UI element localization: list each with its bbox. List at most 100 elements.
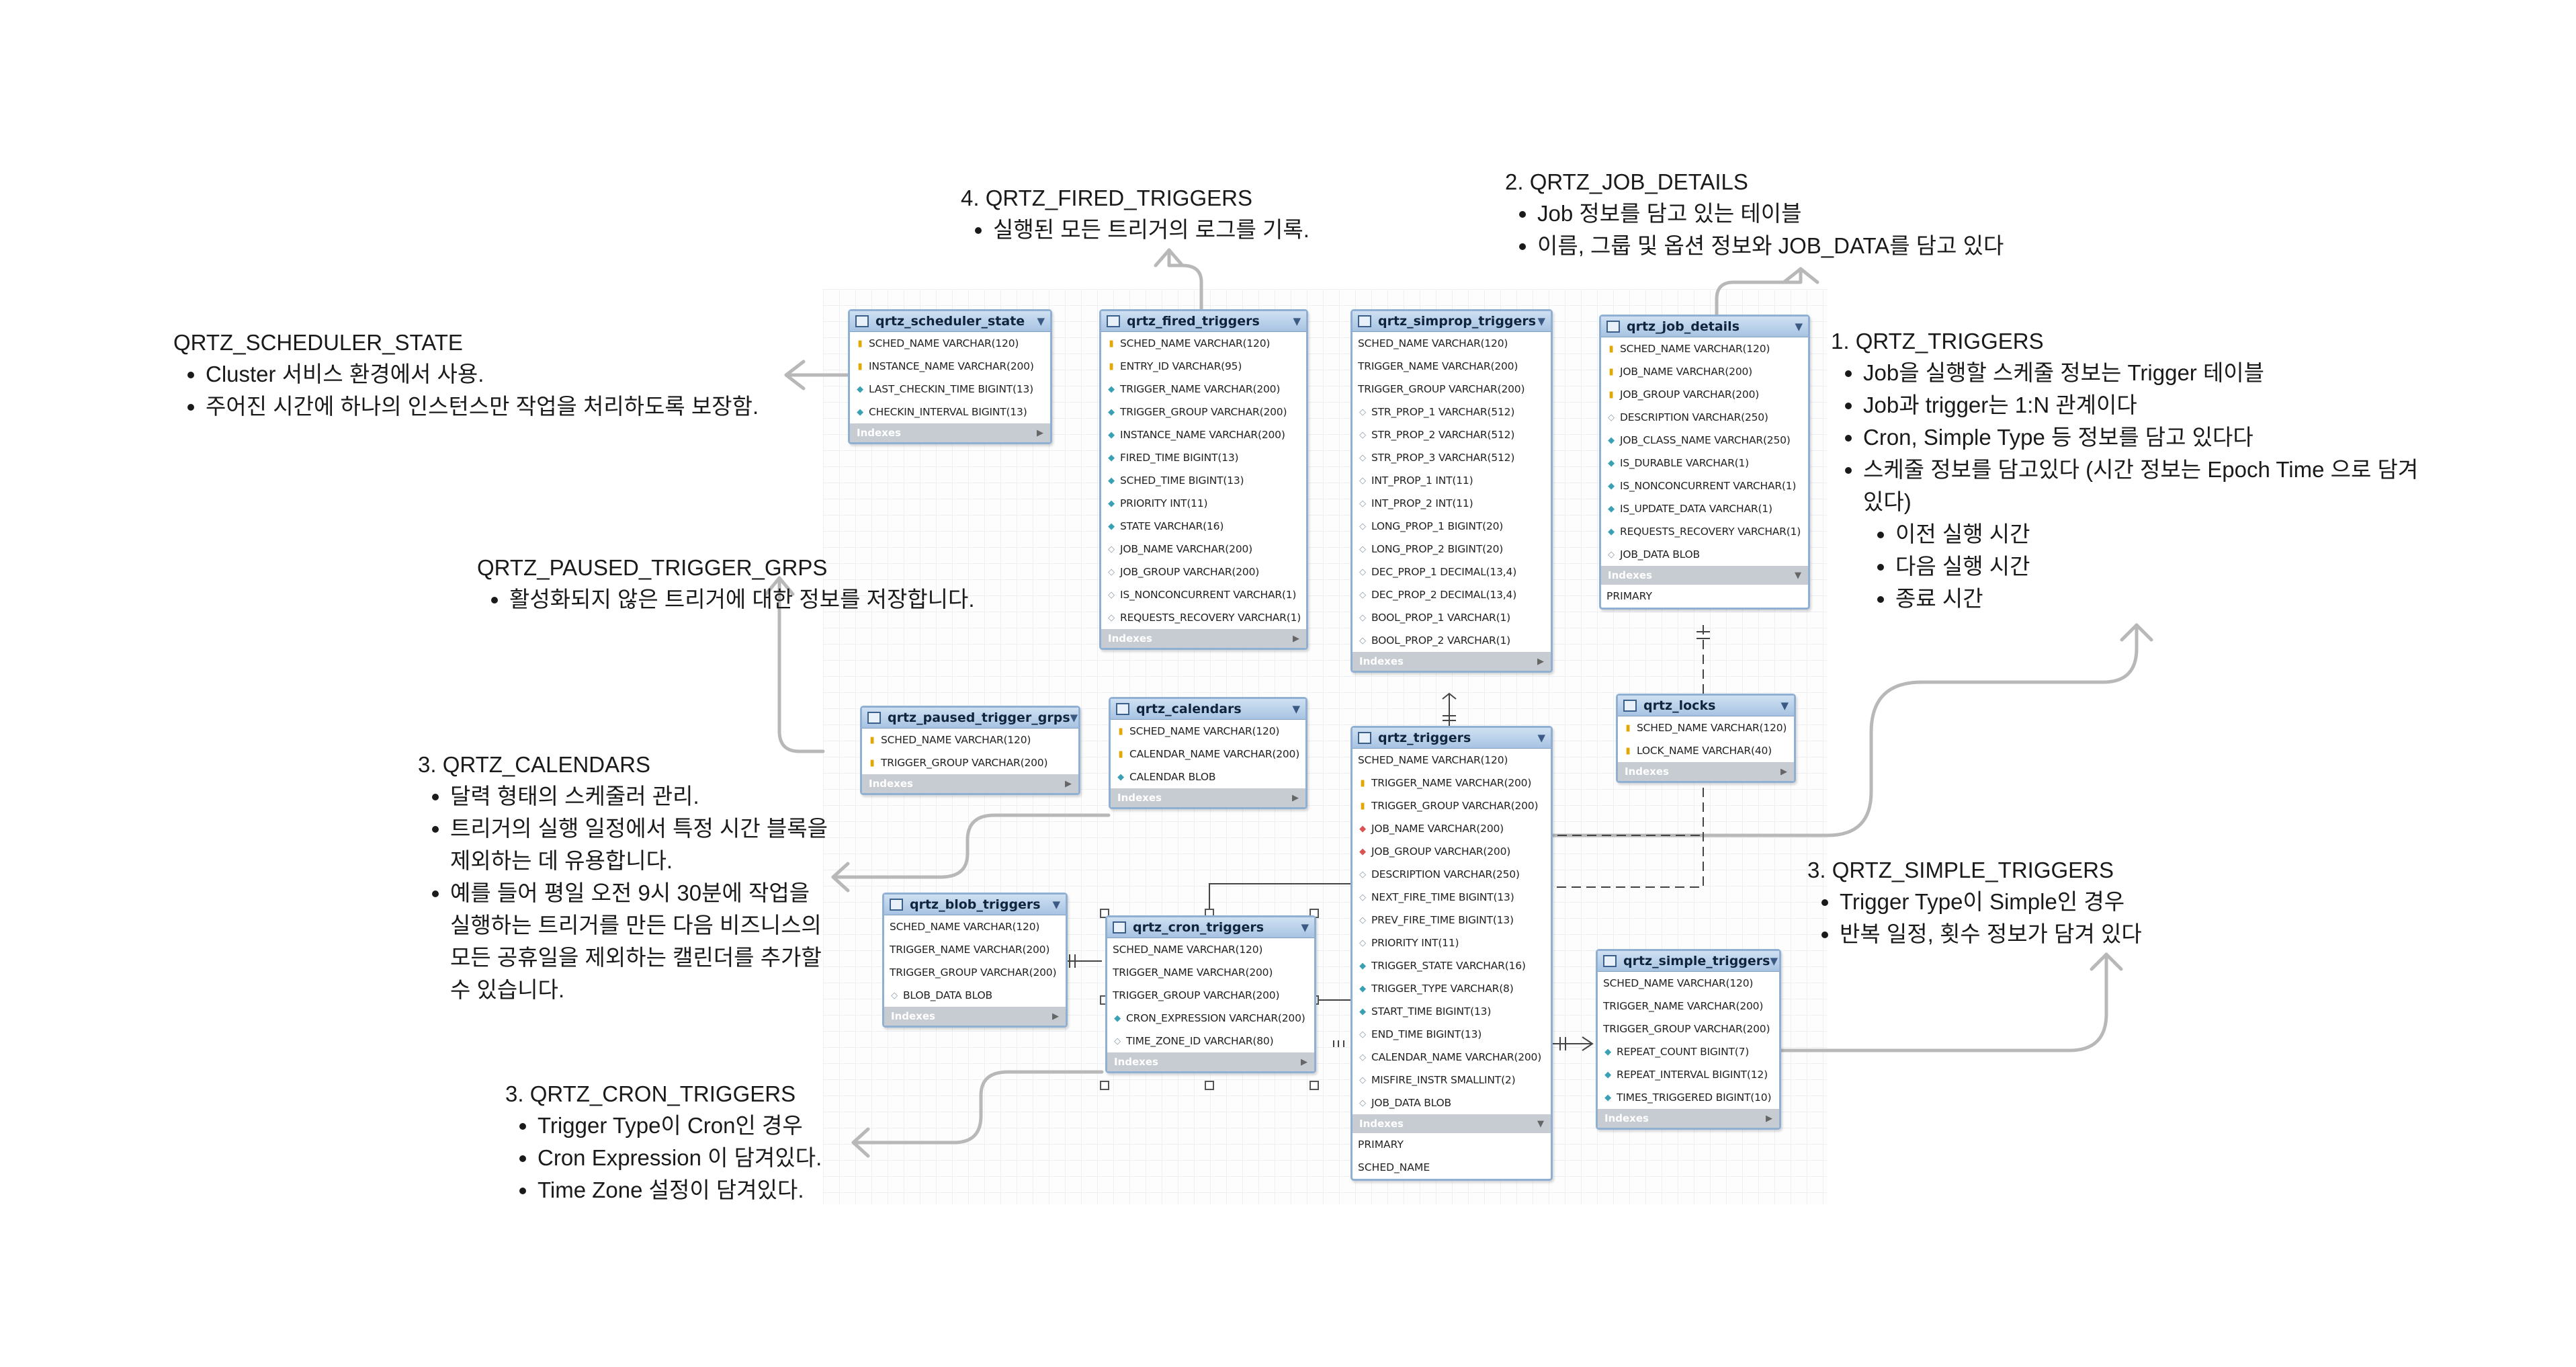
column-row[interactable]: ◇NEXT_FIRE_TIME BIGINT(13) (1353, 886, 1551, 909)
index-item[interactable]: SCHED_NAME (1358, 1161, 1430, 1173)
collapse-caret-icon[interactable]: ▼ (1293, 315, 1301, 327)
column-row[interactable]: ◆TRIGGER_TYPE VARCHAR(8) (1353, 977, 1551, 1000)
column-row[interactable]: ◆REPEAT_COUNT BIGINT(7) (1598, 1040, 1779, 1063)
column-row[interactable]: SCHED_NAME VARCHAR(120) (1598, 972, 1779, 995)
column-row[interactable]: ◇STR_PROP_3 VARCHAR(512) (1353, 446, 1551, 469)
indexes-bar[interactable]: Indexes▶ (1101, 629, 1306, 648)
expand-arrow-icon[interactable]: ▶ (1293, 633, 1299, 644)
column-row[interactable]: ◇JOB_NAME VARCHAR(200) (1101, 538, 1306, 561)
column-row[interactable]: ◇STR_PROP_2 VARCHAR(512) (1353, 423, 1551, 446)
collapse-caret-icon[interactable]: ▼ (1537, 1118, 1544, 1129)
index-item[interactable]: PRIMARY (1606, 590, 1652, 602)
column-row[interactable]: ◇PREV_FIRE_TIME BIGINT(13) (1353, 909, 1551, 931)
index-item[interactable]: PRIMARY (1358, 1138, 1404, 1151)
column-row[interactable]: ◇JOB_GROUP VARCHAR(200) (1101, 561, 1306, 583)
column-row[interactable]: SCHED_NAME VARCHAR(120) (1353, 749, 1551, 772)
indexes-bar[interactable]: Indexes▶ (1353, 652, 1551, 671)
expand-arrow-icon[interactable]: ▶ (1037, 427, 1043, 438)
expand-arrow-icon[interactable]: ▶ (1780, 766, 1787, 777)
column-row[interactable]: ▮SCHED_NAME VARCHAR(120) (1601, 337, 1808, 360)
column-row[interactable]: ◆FIRED_TIME BIGINT(13) (1101, 446, 1306, 469)
column-row[interactable]: ▮SCHED_NAME VARCHAR(120) (1101, 332, 1306, 355)
column-row[interactable]: ◆TRIGGER_NAME VARCHAR(200) (1101, 378, 1306, 401)
column-row[interactable]: ▮SCHED_NAME VARCHAR(120) (1618, 716, 1794, 739)
column-row[interactable]: ◆PRIORITY INT(11) (1101, 492, 1306, 515)
column-row[interactable]: ◇MISFIRE_INSTR SMALLINT(2) (1353, 1069, 1551, 1091)
column-row[interactable]: ◆IS_DURABLE VARCHAR(1) (1601, 452, 1808, 474)
column-row[interactable]: ▮TRIGGER_NAME VARCHAR(200) (1353, 772, 1551, 794)
collapse-caret-icon[interactable]: ▼ (1301, 921, 1309, 934)
column-row[interactable]: SCHED_NAME VARCHAR(120) (1107, 938, 1314, 961)
column-row[interactable]: ▮CALENDAR_NAME VARCHAR(200) (1111, 743, 1305, 765)
collapse-caret-icon[interactable]: ▼ (1770, 955, 1778, 967)
column-row[interactable]: ◆JOB_NAME VARCHAR(200) (1353, 817, 1551, 840)
indexes-bar[interactable]: Indexes▶ (1618, 762, 1794, 781)
column-row[interactable]: ▮ENTRY_ID VARCHAR(95) (1101, 355, 1306, 378)
table-header[interactable]: qrtz_locks▼ (1618, 696, 1794, 716)
column-row[interactable]: TRIGGER_GROUP VARCHAR(200) (884, 961, 1066, 984)
column-row[interactable]: ◇BLOB_DATA BLOB (884, 984, 1066, 1007)
column-row[interactable]: ◆JOB_CLASS_NAME VARCHAR(250) (1601, 429, 1808, 452)
table-header[interactable]: qrtz_simple_triggers▼ (1598, 951, 1779, 972)
expand-arrow-icon[interactable]: ▶ (1052, 1011, 1059, 1022)
column-row[interactable]: ◆REPEAT_INTERVAL BIGINT(12) (1598, 1063, 1779, 1086)
indexes-bar[interactable]: Indexes▶ (1111, 788, 1305, 807)
collapse-caret-icon[interactable]: ▼ (1037, 315, 1045, 327)
table-header[interactable]: qrtz_paused_trigger_grps▼ (862, 708, 1078, 729)
column-row[interactable]: ▮SCHED_NAME VARCHAR(120) (1111, 720, 1305, 743)
expand-arrow-icon[interactable]: ▶ (1537, 656, 1544, 667)
column-row[interactable]: TRIGGER_GROUP VARCHAR(200) (1353, 378, 1551, 401)
column-row[interactable]: ◇INT_PROP_2 INT(11) (1353, 492, 1551, 515)
column-row[interactable]: TRIGGER_GROUP VARCHAR(200) (1598, 1018, 1779, 1040)
table-qrtz-simprop-triggers[interactable]: qrtz_simprop_triggers▼SCHED_NAME VARCHAR… (1350, 309, 1553, 673)
column-row[interactable]: TRIGGER_NAME VARCHAR(200) (884, 938, 1066, 961)
column-row[interactable]: ◇END_TIME BIGINT(13) (1353, 1023, 1551, 1046)
indexes-bar[interactable]: Indexes▶ (884, 1007, 1066, 1026)
table-header[interactable]: qrtz_triggers▼ (1353, 728, 1551, 749)
column-row[interactable]: ▮JOB_GROUP VARCHAR(200) (1601, 383, 1808, 406)
table-header[interactable]: qrtz_calendars▼ (1111, 699, 1305, 720)
column-row[interactable]: ◆SCHED_TIME BIGINT(13) (1101, 469, 1306, 492)
column-row[interactable]: ◇JOB_DATA BLOB (1353, 1091, 1551, 1114)
table-qrtz-simple-triggers[interactable]: qrtz_simple_triggers▼SCHED_NAME VARCHAR(… (1596, 949, 1781, 1130)
column-row[interactable]: ◆LAST_CHECKIN_TIME BIGINT(13) (850, 378, 1050, 401)
indexes-bar[interactable]: Indexes▶ (850, 423, 1050, 442)
table-header[interactable]: qrtz_blob_triggers▼ (884, 895, 1066, 915)
expand-arrow-icon[interactable]: ▶ (1065, 778, 1072, 789)
column-row[interactable]: ◇PRIORITY INT(11) (1353, 931, 1551, 954)
table-header[interactable]: qrtz_fired_triggers▼ (1101, 311, 1306, 332)
column-row[interactable]: ◇IS_NONCONCURRENT VARCHAR(1) (1101, 583, 1306, 606)
column-row[interactable]: ◇BOOL_PROP_2 VARCHAR(1) (1353, 629, 1551, 652)
indexes-bar[interactable]: Indexes▶ (1107, 1052, 1314, 1071)
column-row[interactable]: ▮JOB_NAME VARCHAR(200) (1601, 360, 1808, 383)
table-qrtz-calendars[interactable]: qrtz_calendars▼▮SCHED_NAME VARCHAR(120)▮… (1109, 697, 1307, 809)
expand-arrow-icon[interactable]: ▶ (1292, 792, 1299, 803)
column-row[interactable]: ◇CALENDAR_NAME VARCHAR(200) (1353, 1046, 1551, 1069)
column-row[interactable]: ◆TIMES_TRIGGERED BIGINT(10) (1598, 1086, 1779, 1109)
collapse-caret-icon[interactable]: ▼ (1292, 703, 1300, 715)
collapse-caret-icon[interactable]: ▼ (1537, 732, 1545, 744)
table-qrtz-locks[interactable]: qrtz_locks▼▮SCHED_NAME VARCHAR(120)▮LOCK… (1616, 694, 1796, 783)
column-row[interactable]: ◇DESCRIPTION VARCHAR(250) (1353, 863, 1551, 886)
column-row[interactable]: ◆STATE VARCHAR(16) (1101, 515, 1306, 538)
table-qrtz-blob-triggers[interactable]: qrtz_blob_triggers▼SCHED_NAME VARCHAR(12… (882, 893, 1068, 1028)
table-qrtz-paused-trigger-grps[interactable]: qrtz_paused_trigger_grps▼▮SCHED_NAME VAR… (860, 706, 1080, 795)
table-qrtz-fired-triggers[interactable]: qrtz_fired_triggers▼▮SCHED_NAME VARCHAR(… (1099, 309, 1308, 650)
column-row[interactable]: TRIGGER_NAME VARCHAR(200) (1353, 355, 1551, 378)
column-row[interactable]: ◇LONG_PROP_2 BIGINT(20) (1353, 538, 1551, 561)
column-row[interactable]: SCHED_NAME VARCHAR(120) (1353, 332, 1551, 355)
expand-arrow-icon[interactable]: ▶ (1766, 1113, 1772, 1124)
column-row[interactable]: ◆INSTANCE_NAME VARCHAR(200) (1101, 423, 1306, 446)
collapse-caret-icon[interactable]: ▼ (1537, 315, 1545, 327)
column-row[interactable]: ◆TRIGGER_GROUP VARCHAR(200) (1101, 401, 1306, 423)
column-row[interactable]: ◆JOB_GROUP VARCHAR(200) (1353, 840, 1551, 863)
column-row[interactable]: ▮INSTANCE_NAME VARCHAR(200) (850, 355, 1050, 378)
column-row[interactable]: ◇REQUESTS_RECOVERY VARCHAR(1) (1101, 606, 1306, 629)
collapse-caret-icon[interactable]: ▼ (1070, 712, 1078, 724)
column-row[interactable]: ▮LOCK_NAME VARCHAR(40) (1618, 739, 1794, 762)
column-row[interactable]: ▮TRIGGER_GROUP VARCHAR(200) (1353, 794, 1551, 817)
column-row[interactable]: ◆IS_NONCONCURRENT VARCHAR(1) (1601, 474, 1808, 497)
column-row[interactable]: ▮TRIGGER_GROUP VARCHAR(200) (862, 751, 1078, 774)
table-header[interactable]: qrtz_scheduler_state▼ (850, 311, 1050, 332)
column-row[interactable]: ◇INT_PROP_1 INT(11) (1353, 469, 1551, 492)
